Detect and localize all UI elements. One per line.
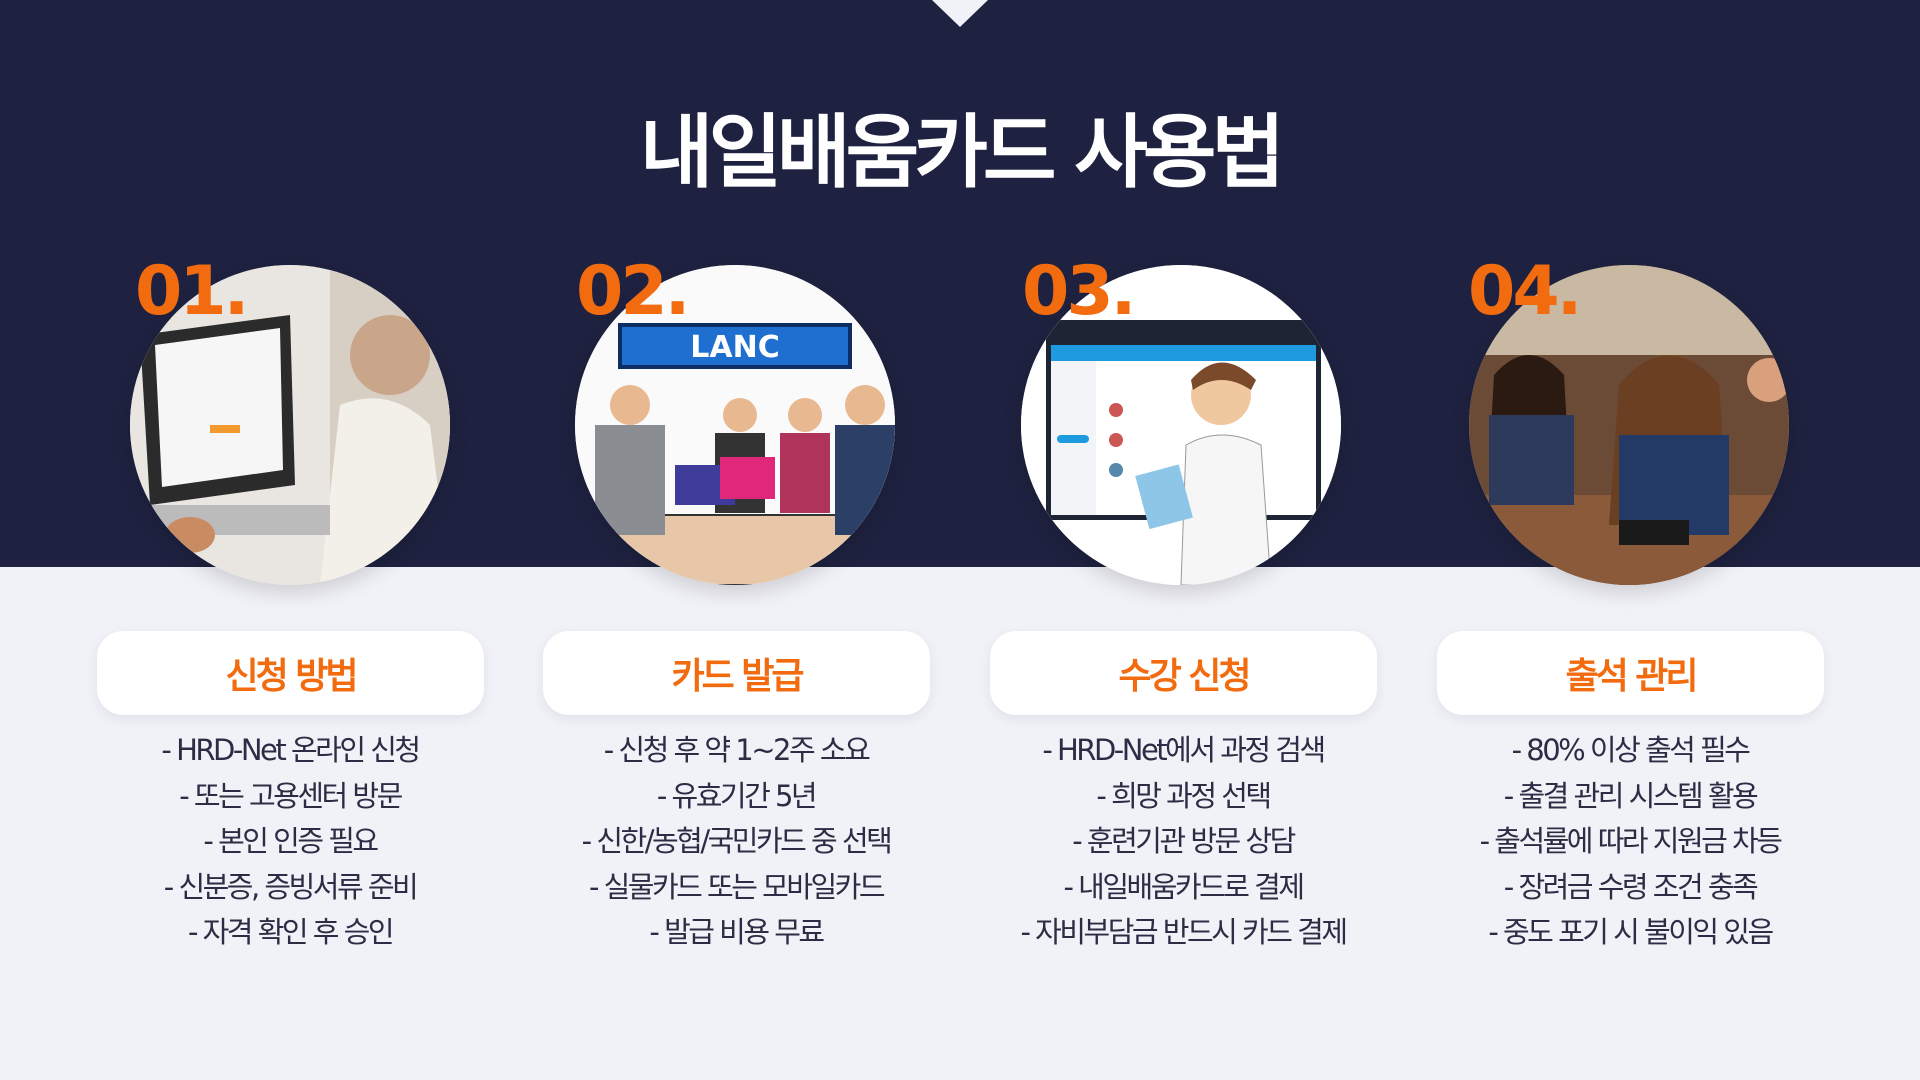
list-item: - 또는 고용센터 방문 — [179, 778, 403, 813]
list-item: - 신청 후 약 1~2주 소요 — [603, 733, 871, 767]
list-item: - 장려금 수령 조건 충족 — [1503, 869, 1759, 904]
list-item: - 내일배움카드로 결제 — [1063, 869, 1305, 904]
step-number: 02. — [576, 252, 690, 331]
step-heading: 수강 신청 — [1118, 656, 1251, 697]
step-number: 04. — [1468, 252, 1582, 331]
list-item: - 신한/농협/국민카드 중 선택 — [581, 824, 893, 858]
list-item: - 중도 포기 시 불이익 있음 — [1488, 915, 1774, 949]
down-arrow-icon — [932, 0, 988, 27]
list-item: - 발급 비용 무료 — [649, 915, 825, 949]
course-search-image — [1021, 265, 1341, 585]
list-item: - HRD-Net 온라인 신청 — [161, 733, 421, 767]
list-item: - 희망 과정 선택 — [1096, 778, 1272, 813]
list-item: - 본인 인증 필요 — [203, 824, 379, 858]
classroom-image — [1469, 265, 1789, 585]
step-1: 01. 신청 방법 - HRD-Net 온라인 신청 - 또는 고용센터 방문 … — [50, 0, 530, 1080]
list-item: - HRD-Net에서 과정 검색 — [1042, 733, 1326, 767]
card-counter-image: LANC — [575, 265, 895, 585]
list-item: - 출석률에 따라 지원금 차등 — [1479, 824, 1783, 858]
step-heading: 신청 방법 — [225, 656, 358, 697]
list-item: - 80% 이상 출석 필수 — [1511, 733, 1751, 767]
step-list: - HRD-Net에서 과정 검색 - 희망 과정 선택 - 훈련기관 방문 상… — [943, 728, 1423, 956]
list-item: - 출결 관리 시스템 활용 — [1503, 778, 1759, 813]
laptop-image — [130, 265, 450, 585]
step-2: LANC 02. 카드 발급 - 신청 후 약 1~2주 소요 - 유효기간 5… — [496, 0, 976, 1080]
step-list: - 80% 이상 출석 필수 - 출결 관리 시스템 활용 - 출석률에 따라 … — [1390, 728, 1870, 956]
list-item: - 실물카드 또는 모바일카드 — [588, 869, 886, 904]
step-number: 03. — [1022, 252, 1136, 331]
step-heading: 출석 관리 — [1565, 656, 1698, 697]
list-item: - 유효기간 5년 — [656, 778, 818, 813]
step-heading-card: 카드 발급 — [543, 631, 930, 715]
step-list: - HRD-Net 온라인 신청 - 또는 고용센터 방문 - 본인 인증 필요… — [50, 728, 530, 956]
step-4: 04. 출석 관리 - 80% 이상 출석 필수 - 출결 관리 시스템 활용 … — [1390, 0, 1870, 1080]
lanc-sign: LANC — [690, 330, 779, 365]
list-item: - 훈련기관 방문 상담 — [1072, 824, 1296, 858]
step-number: 01. — [135, 252, 249, 331]
step-heading-card: 수강 신청 — [990, 631, 1377, 715]
step-heading-card: 출석 관리 — [1437, 631, 1824, 715]
list-item: - 자격 확인 후 승인 — [187, 915, 395, 949]
list-item: - 자비부담금 반드시 카드 결제 — [1020, 915, 1349, 949]
step-heading: 카드 발급 — [671, 656, 804, 697]
step-list: - 신청 후 약 1~2주 소요 - 유효기간 5년 - 신한/농협/국민카드 … — [496, 728, 976, 956]
step-heading-card: 신청 방법 — [97, 631, 484, 715]
list-item: - 신분증, 증빙서류 준비 — [163, 869, 419, 904]
step-3: 03. 수강 신청 - HRD-Net에서 과정 검색 - 희망 과정 선택 -… — [943, 0, 1423, 1080]
page-title: 내일배움카드 사용법 — [639, 106, 1285, 199]
